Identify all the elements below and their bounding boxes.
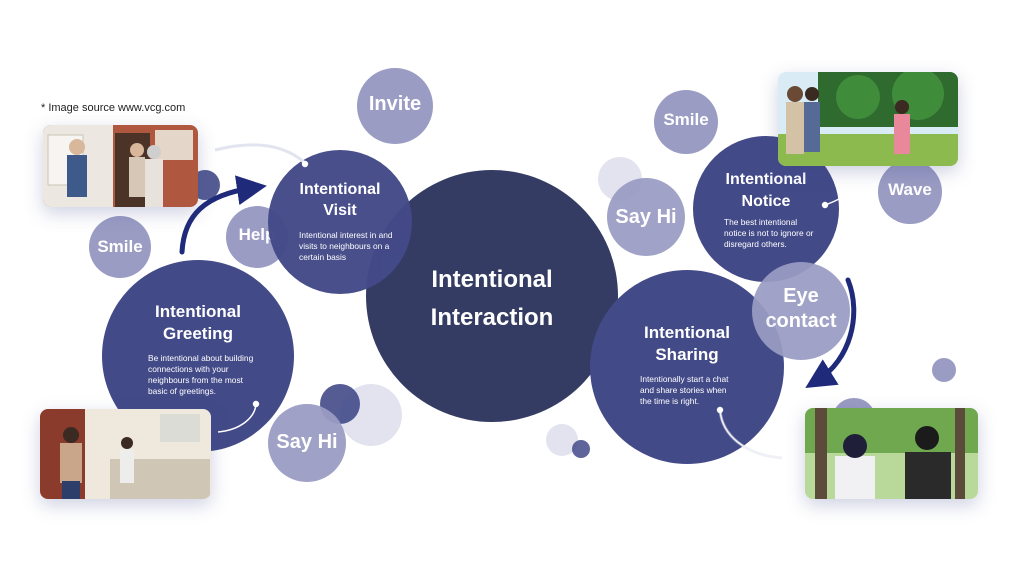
node-sharing-title-line1: Intentional (644, 323, 730, 342)
eye-contact-label-line1: Eye (783, 285, 819, 307)
say-hi-right-bubble: Say Hi (607, 178, 685, 256)
photo-visit (43, 125, 198, 207)
invite-label: Invite (368, 92, 422, 115)
say-hi-bottom-label: Say Hi (276, 430, 338, 453)
node-sharing-title-line2: Sharing (655, 345, 719, 364)
image-source-note: * Image source www.vcg.com (41, 102, 186, 114)
decor-circle (932, 358, 956, 382)
photo-sharing (805, 408, 978, 499)
node-visit-desc: Intentional interest in and visits to ne… (299, 230, 393, 263)
decor-circle (572, 440, 590, 458)
smile-left-bubble: Smile (89, 216, 151, 278)
photo-greeting (40, 409, 211, 499)
connector-greeting (217, 403, 257, 433)
connector-dot (821, 201, 829, 209)
node-notice-desc: The best intentional notice is not to ig… (724, 217, 814, 250)
smile-right-label: Smile (663, 110, 709, 129)
arrow-right (805, 277, 857, 388)
node-visit-title-line2: Visit (323, 202, 357, 219)
node-notice-title-line2: Notice (741, 193, 791, 210)
node-visit: Intentional Visit Intentional interest i… (268, 150, 412, 294)
node-greeting-title-line2: Greeting (163, 324, 233, 343)
node-sharing: Intentional Sharing Intentionally start … (590, 270, 784, 464)
eye-contact-bubble: Eye contact (752, 262, 850, 360)
invite-bubble: Invite (357, 68, 433, 144)
connector-dot (716, 406, 724, 414)
smile-left-label: Smile (97, 237, 143, 256)
connector-dot (252, 400, 260, 408)
node-sharing-desc: Intentionally start a chat and share sto… (640, 374, 729, 407)
wave-bubble: Wave (878, 160, 942, 224)
smile-right-bubble: Smile (654, 90, 718, 154)
photo-notice (778, 72, 958, 166)
say-hi-right-label: Say Hi (615, 205, 677, 228)
help-label: Help (238, 225, 276, 244)
node-visit-title-line1: Intentional (299, 181, 381, 198)
node-greeting-desc: Be intentional about building connection… (148, 353, 254, 397)
eye-contact-label-line2: contact (765, 310, 837, 332)
center-title-line2: Interaction (430, 304, 554, 331)
connector-dot (301, 160, 309, 168)
center-title-line1: Intentional (431, 266, 553, 293)
wave-label: Wave (888, 180, 932, 199)
node-greeting-title-line1: Intentional (155, 302, 241, 321)
say-hi-bottom-bubble: Say Hi (268, 404, 346, 482)
connector-notice (824, 171, 861, 206)
arrow-left (179, 175, 267, 255)
node-notice-title-line1: Intentional (725, 171, 807, 188)
connector-visit (214, 143, 307, 165)
